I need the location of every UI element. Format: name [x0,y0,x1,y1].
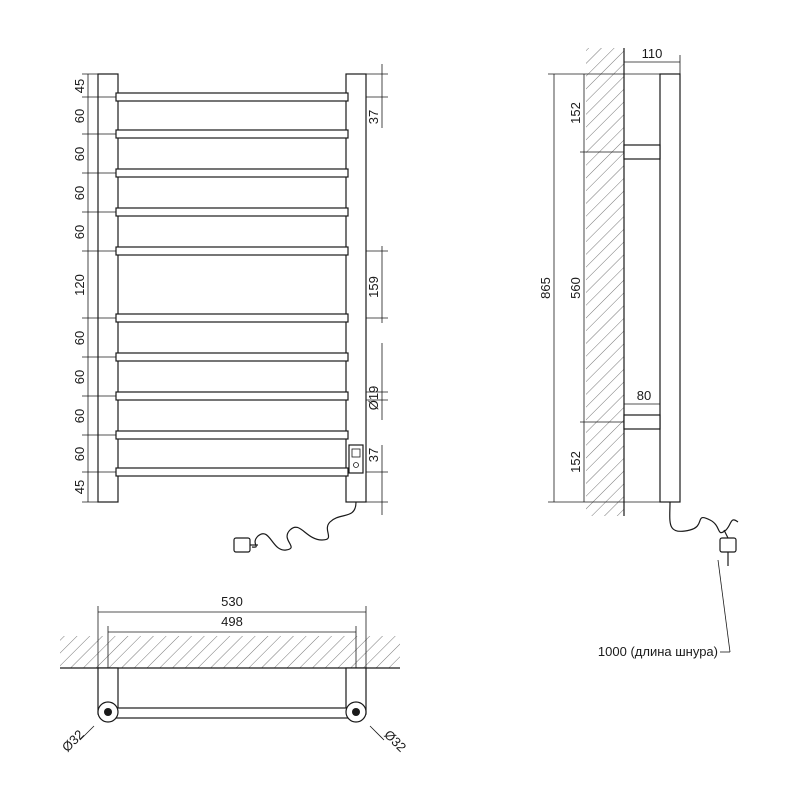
side-bottom-offset-label: 152 [568,451,583,473]
right-dim-bottom: 37 [366,448,381,462]
left-dim-label: 60 [72,409,87,423]
bar [115,352,349,362]
side-power-cord [669,501,739,566]
heater-switch [351,448,361,458]
side-top-offset-label: 152 [568,102,583,124]
right-dim-diameter: Ø19 [366,386,381,411]
left-dim-label: 45 [72,480,87,494]
left-dimension-chain: 45 60 60 60 60 120 60 60 60 60 45 [72,73,116,503]
left-dim-label: 45 [72,79,87,93]
top-bar [107,707,357,719]
left-dim-label: 60 [72,370,87,384]
top-left-diameter-label: Ø32 [59,727,87,755]
left-dim-label: 120 [72,274,87,296]
left-dim-label: 60 [72,331,87,345]
top-bracket [623,144,661,160]
wall-section [586,48,624,516]
right-dim-top: 37 [366,110,381,124]
power-cord [233,501,357,553]
top-view: 530 498 Ø32 Ø32 [59,594,409,755]
top-outer-width-label: 530 [221,594,243,609]
side-post [659,73,681,503]
heater-element [348,444,364,474]
bar [115,207,349,217]
left-dim-label: 60 [72,147,87,161]
right-dimension-chain: 37 159 Ø19 37 [366,64,388,515]
side-view: 110 865 152 560 152 80 1000 (длина ш [538,46,739,659]
top-left-pipe-core [104,708,112,716]
left-dim-label: 60 [72,225,87,239]
top-wall-section [60,636,400,668]
bar [115,391,349,401]
left-dim-label: 60 [72,447,87,461]
bar [115,168,349,178]
top-right-diameter-label: Ø32 [381,727,409,755]
side-depth-label: 110 [642,46,663,61]
side-height-label: 865 [538,277,553,299]
right-post [345,73,367,503]
plug-icon [233,537,251,553]
right-dim-middle: 159 [366,276,381,298]
cord-length-note: 1000 (длина шнура) [598,644,718,659]
front-bars [115,92,349,477]
bar [115,430,349,440]
side-plug-icon [719,537,737,553]
side-mount-distance-label: 560 [568,277,583,299]
bar [115,92,349,102]
left-dim-label: 60 [72,109,87,123]
bar [115,129,349,139]
top-right-pipe-core [352,708,360,716]
bar [115,467,349,477]
left-post [97,73,119,503]
bar [115,313,349,323]
left-dim-label: 60 [72,186,87,200]
top-inner-width-label: 498 [221,614,243,629]
heater-indicator [353,462,359,468]
front-view: 45 60 60 60 60 120 60 60 60 60 45 37 159 [72,64,388,553]
side-bracket-depth-label: 80 [637,388,651,403]
bottom-bracket [623,414,661,430]
bar [115,246,349,256]
